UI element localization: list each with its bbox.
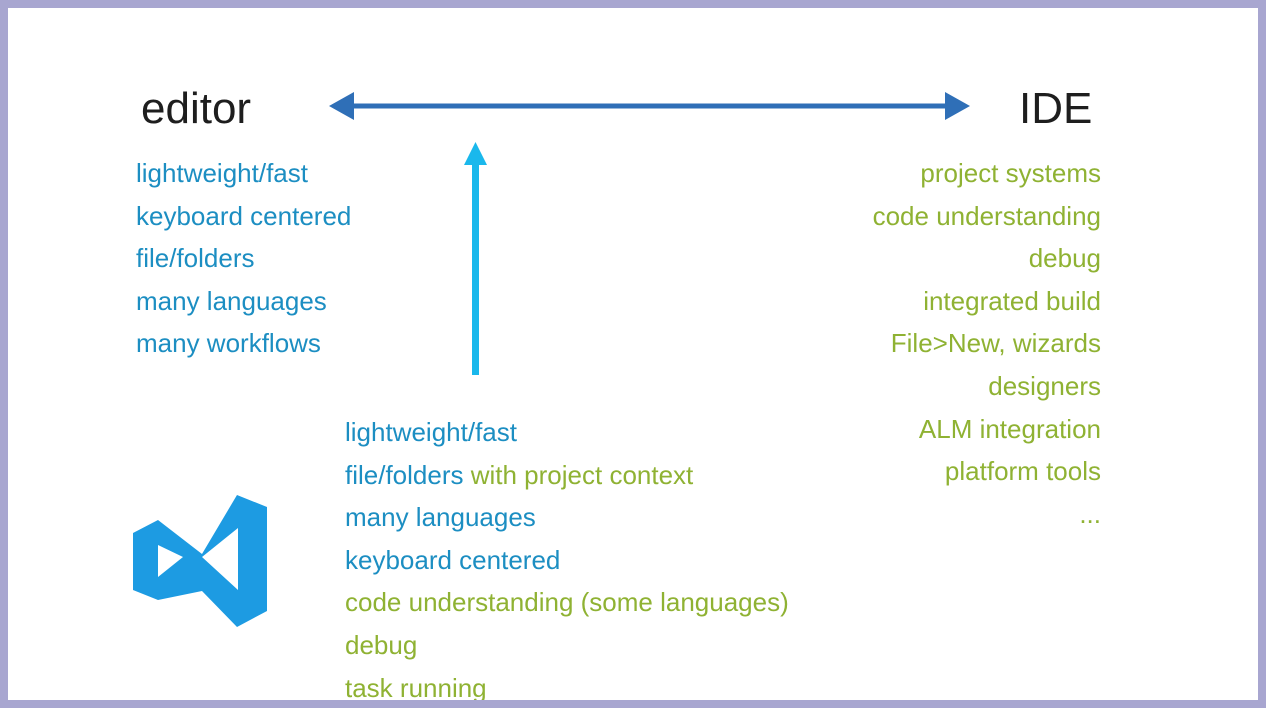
- editor-trait: many workflows: [136, 328, 321, 359]
- vscode-trait: file/folders with project context: [345, 454, 789, 497]
- ide-trait: code understanding: [872, 200, 1101, 231]
- ide-trait: ...: [1079, 498, 1101, 529]
- editor-trait: many languages: [136, 285, 327, 316]
- ide-heading: IDE: [1019, 84, 1093, 133]
- double-headed-arrow-icon: [329, 92, 970, 120]
- ide-trait: designers: [988, 370, 1101, 401]
- slide: editor IDE lightweight/fast keyboard cen…: [8, 8, 1258, 700]
- ide-part: with project context: [463, 459, 694, 490]
- ide-part: code understanding (some languages): [345, 587, 789, 618]
- vscode-trait: many languages: [345, 496, 789, 539]
- visual-studio-code-logo-icon: [133, 495, 267, 627]
- vscode-trait: keyboard centered: [345, 539, 789, 582]
- editor-part: lightweight/fast: [345, 417, 517, 447]
- vscode-trait: lightweight/fast: [345, 411, 789, 454]
- editor-part: keyboard centered: [345, 544, 561, 575]
- editor-heading: editor: [141, 84, 252, 133]
- ide-trait: integrated build: [923, 285, 1101, 316]
- vscode-trait: debug: [345, 624, 789, 667]
- editor-part: many languages: [345, 502, 536, 533]
- ide-part: task running: [345, 672, 487, 700]
- editor-part: file/folders: [345, 459, 464, 490]
- vscode-traits-list: lightweight/fast file/folders with proje…: [345, 411, 789, 700]
- up-arrow-icon: [464, 142, 487, 375]
- ide-trait: ALM integration: [918, 413, 1101, 444]
- ide-trait: File>New, wizards: [890, 328, 1101, 359]
- editor-trait: keyboard centered: [136, 200, 352, 231]
- ide-trait: platform tools: [944, 456, 1101, 487]
- vscode-trait: task running: [345, 667, 789, 700]
- ide-trait: project systems: [920, 158, 1101, 188]
- diagram-graphics: [133, 92, 970, 627]
- ide-part: debug: [345, 629, 418, 660]
- editor-trait: lightweight/fast: [136, 158, 308, 188]
- ide-traits-list: project systems code understanding debug…: [873, 152, 1101, 535]
- vscode-trait: code understanding (some languages): [345, 581, 789, 624]
- editor-traits-list: lightweight/fast keyboard centered file/…: [136, 152, 351, 365]
- editor-trait: file/folders: [136, 243, 255, 274]
- ide-trait: debug: [1028, 243, 1101, 274]
